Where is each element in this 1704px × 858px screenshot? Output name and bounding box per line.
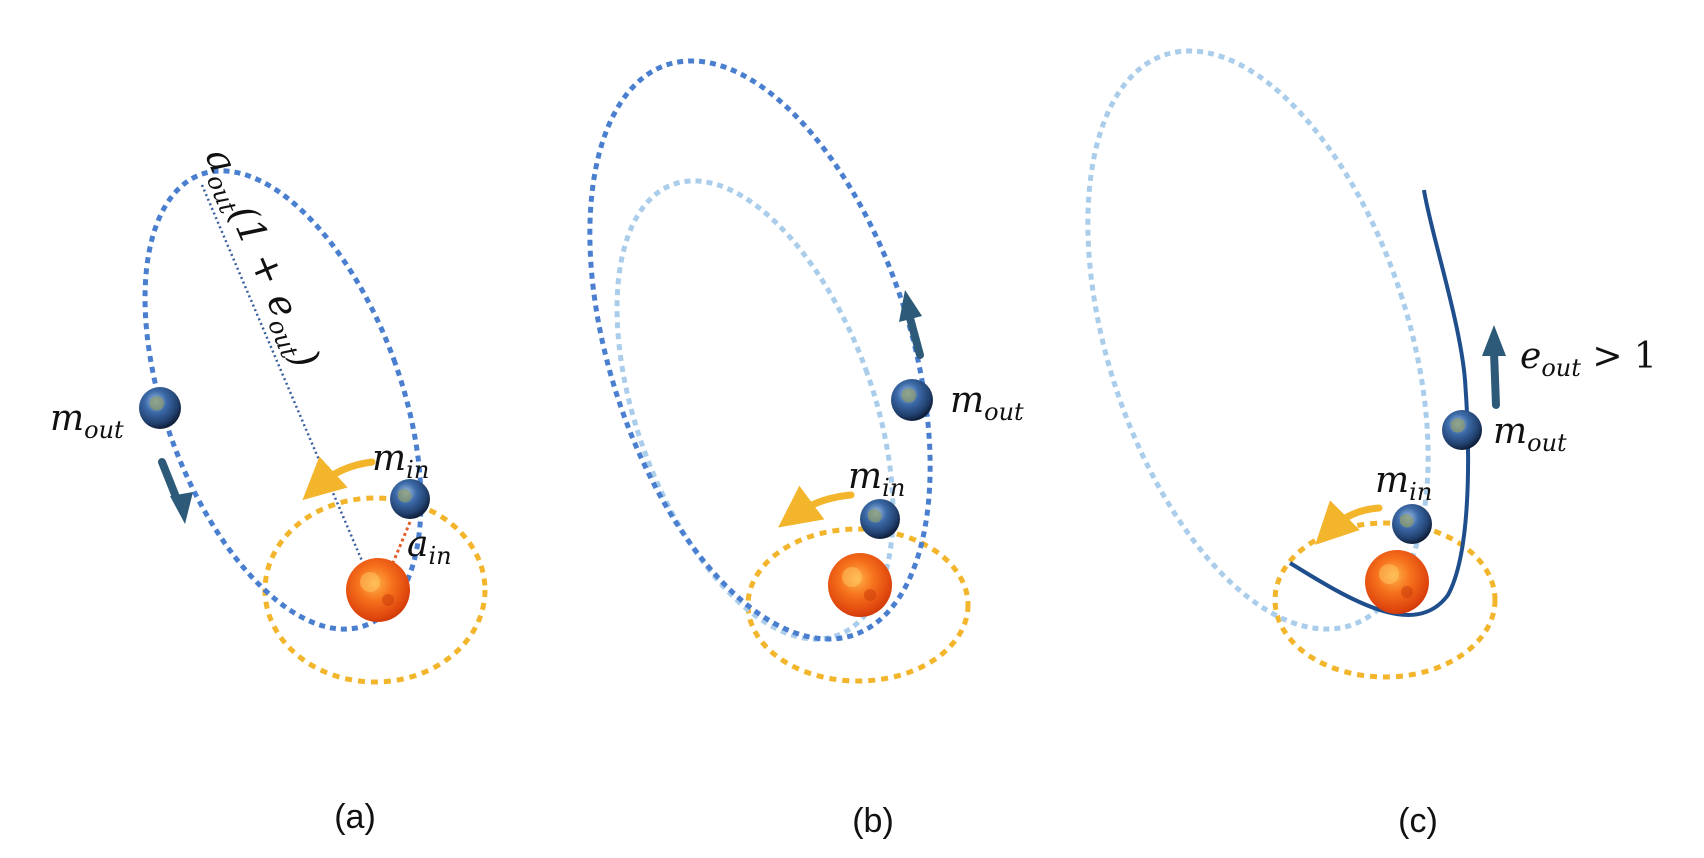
panel-a: mout min ain aout(1 + eout) (a) (50, 141, 488, 836)
m-in-label: min (848, 456, 905, 502)
eccentricity-label: eout > 1 (1520, 336, 1657, 382)
star-sun-icon (828, 553, 892, 617)
m-out-label: mout (950, 380, 1024, 426)
star-sun-icon (1365, 550, 1429, 614)
planet-earth-icon (1442, 410, 1482, 450)
outer-orbit-faded (614, 178, 896, 642)
outer-direction-arrow (899, 290, 924, 359)
planet-earth-icon (139, 387, 181, 429)
outer-orbit (142, 168, 424, 632)
hyperbolic-trajectory (1288, 189, 1471, 617)
panel-label: (c) (1398, 802, 1438, 840)
planet-earth-icon (390, 479, 430, 519)
inner-orbit-arrow (1315, 500, 1383, 545)
inner-orbit-arrow (778, 485, 855, 528)
m-out-label: mout (50, 398, 124, 444)
star-sun-icon (346, 558, 410, 622)
inner-orbit (1272, 520, 1498, 680)
panel-c: mout min eout > 1 (c) (1085, 48, 1657, 840)
m-in-label: min (372, 438, 429, 484)
semi-axis-label: aout(1 + eout) (192, 141, 329, 376)
inner-orbit (745, 526, 971, 684)
planet-earth-icon (891, 379, 933, 421)
outer-direction-arrow (158, 458, 193, 524)
semi-axis-line (200, 184, 367, 569)
m-out-label: mout (1493, 411, 1567, 457)
outer-direction-arrow (1482, 325, 1506, 409)
a-in-label: ain (407, 524, 452, 570)
planet-earth-icon (1392, 504, 1432, 544)
inner-orbit-arrow (302, 456, 376, 501)
panel-label: (a) (334, 798, 376, 836)
outer-orbit-faded (1085, 48, 1431, 632)
panel-label: (b) (852, 802, 894, 840)
outer-orbit-expanded (587, 58, 933, 642)
panel-b: mout min (b) (587, 58, 1024, 840)
planet-earth-icon (860, 499, 900, 539)
m-in-label: min (1375, 460, 1432, 506)
